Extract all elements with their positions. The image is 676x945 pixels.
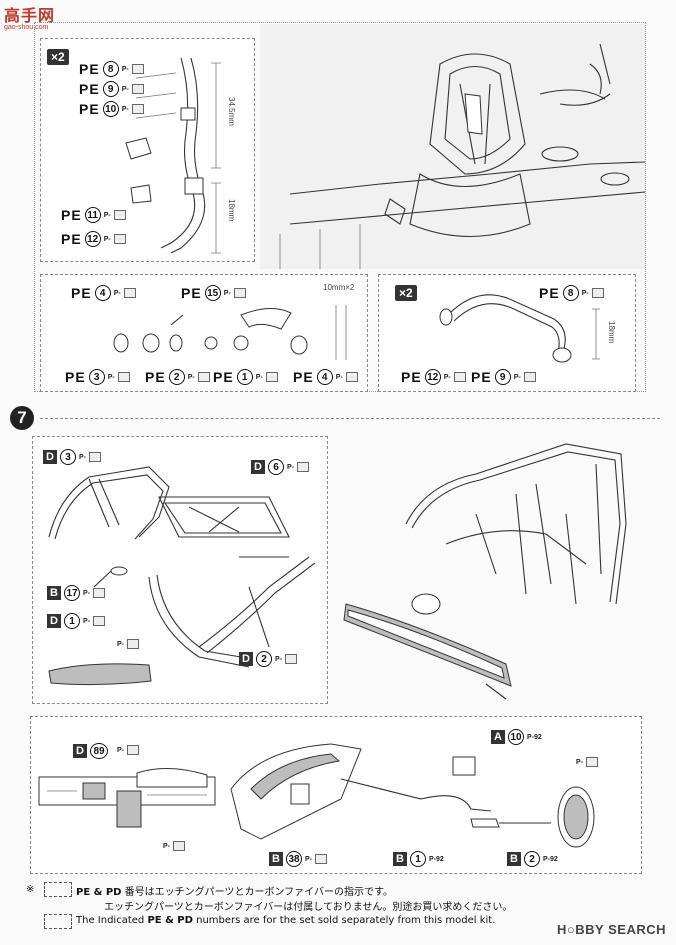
note-en-codes: PE & PD: [147, 915, 193, 926]
dim-18mm: 18mm: [607, 321, 616, 344]
roll-cage-exploded-illustration: [48, 466, 316, 686]
hobby-search-logo: H○BBY SEARCH: [557, 922, 666, 937]
dashboard-assembly-illustration: [230, 743, 595, 848]
part-label-dash-pn-2: P-: [163, 841, 185, 851]
note-jp-line2: エッチングパーツとカーボンファイバーは付属しておりません。別途お買い求めください…: [104, 902, 513, 913]
note-en-line: The Indicated PE & PD numbers are for th…: [76, 915, 495, 926]
dim-length-2: 18mm: [227, 199, 236, 222]
seat-assembly-illustration: [260, 24, 646, 269]
site-logo-title: 高手网: [4, 6, 56, 25]
step-divider: [40, 418, 660, 419]
part-label-dash-pn-3: P-: [576, 757, 598, 767]
site-logo-url: gao-shou.com: [4, 24, 49, 31]
note-en-prefix: The Indicated: [76, 915, 145, 926]
buckle-parts-illustration: [113, 305, 347, 360]
part-label-dash-pn-1: P-: [117, 745, 139, 755]
note-jp-text1: 番号はエッチングパーツとカーボンファイバーの指示です。: [121, 887, 393, 898]
step-number: 7: [10, 406, 34, 430]
note-jp-codes: PE & PD: [76, 887, 122, 898]
note-marker: ※: [26, 884, 35, 895]
multiplier-badge: ×2: [47, 49, 69, 65]
roll-cage-assembled-illustration: [343, 443, 627, 700]
shoulder-strap-illustration: [439, 294, 600, 363]
multiplier-badge-2: ×2: [395, 285, 417, 301]
part-label-mirror: P-: [117, 639, 139, 649]
dashboard-panel-illustration: [38, 767, 216, 828]
dim-10mm-x2: 10mm×2: [323, 283, 355, 292]
dim-length-1: 34.5mm: [227, 97, 236, 126]
note-box-en: [44, 914, 72, 929]
note-box-jp: [44, 882, 72, 897]
note-jp-line1: PE & PD 番号はエッチングパーツとカーボンファイバーの指示です。: [76, 883, 393, 898]
note-en-suffix: numbers are for the set sold separately …: [192, 915, 496, 926]
harness-strap-illustration: [125, 57, 221, 254]
site-logo: 高手网 gao-shou.com: [4, 2, 55, 31]
